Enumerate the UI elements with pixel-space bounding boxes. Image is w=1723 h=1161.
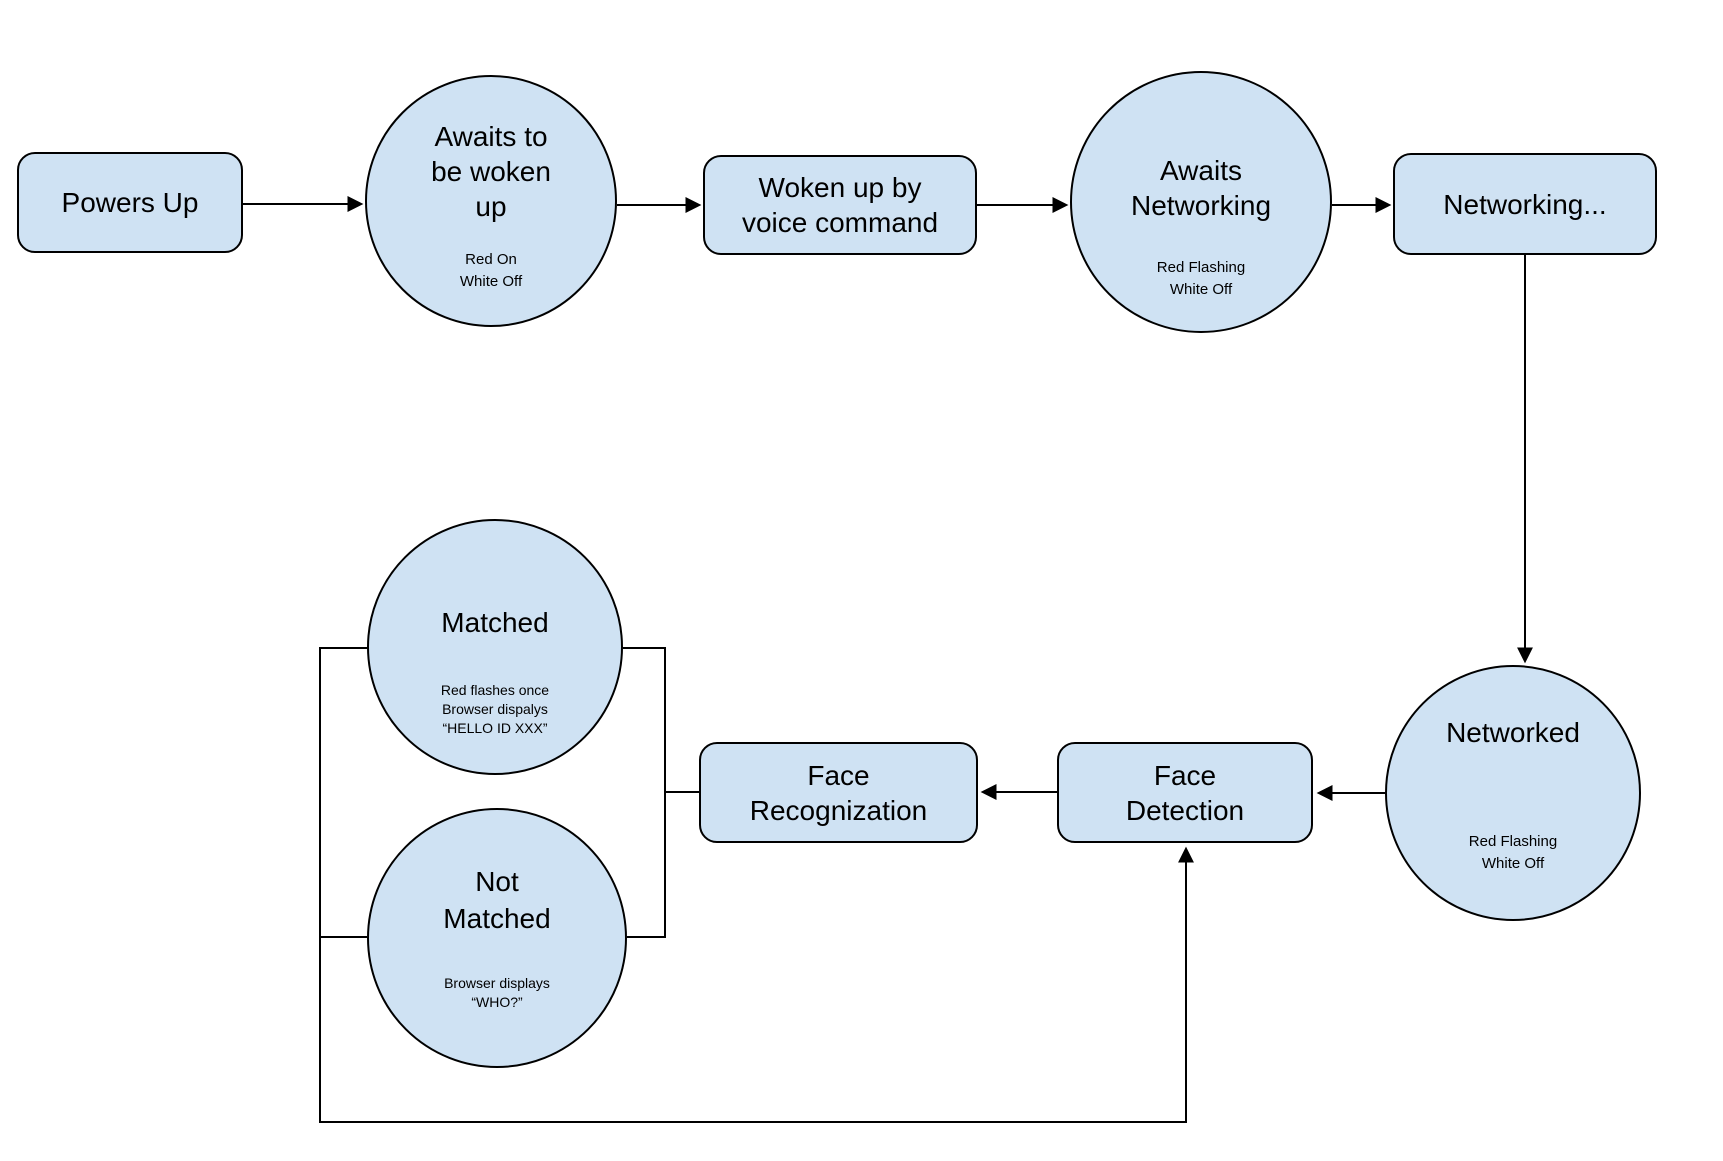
- node-sublabel: Red Flashing White Off: [1387, 831, 1639, 875]
- label-line: Recognization: [749, 794, 928, 826]
- node-face-recognization: Face Recognization: [699, 742, 978, 843]
- node-label: Powers Up: [61, 187, 199, 218]
- node-networking: Networking...: [1393, 153, 1657, 255]
- node-label: Awaits to be woken up: [367, 119, 615, 224]
- label-line: Matched: [443, 903, 551, 934]
- node-label: Networking...: [1443, 188, 1607, 220]
- label-line: be woken: [431, 156, 551, 187]
- label-line: Awaits: [1160, 155, 1242, 186]
- node-label: Awaits Networking: [1072, 153, 1330, 223]
- node-sublabel: Red Flashing White Off: [1072, 257, 1330, 301]
- node-woken-up-by-voice-command: Woken up by voice command: [703, 155, 977, 255]
- sublabel-line: Red Flashing: [1156, 259, 1246, 276]
- label-line: up: [475, 191, 507, 222]
- sublabel-line: “HELLO ID XXX”: [442, 720, 548, 736]
- node-sublabel: Red On White Off: [367, 249, 615, 293]
- sublabel-line: White Off: [1481, 855, 1545, 872]
- node-not-matched: Not Matched Browser displays “WHO?”: [367, 808, 627, 1068]
- sublabel-line: Red flashes once: [440, 682, 550, 698]
- node-networked: Networked Red Flashing White Off: [1385, 665, 1641, 921]
- label-line: voice command: [741, 207, 939, 238]
- sublabel-line: Red Flashing: [1468, 833, 1558, 850]
- sublabel-line: Browser displays: [444, 975, 550, 991]
- label-line: Woken up by: [758, 172, 922, 203]
- node-awaits-to-be-woken-up: Awaits to be woken up Red On White Off: [365, 75, 617, 327]
- label-line: Awaits to: [434, 121, 548, 152]
- label-line: Face: [807, 759, 870, 791]
- label-line: Networking: [1130, 190, 1272, 221]
- edge-bracket-matched-notmatched-right: [623, 647, 666, 938]
- sublabel-line: “WHO?”: [471, 994, 523, 1010]
- label-line: Not: [475, 866, 519, 897]
- label-line: Networked: [1446, 717, 1580, 748]
- sublabel-line: Browser dispalys: [442, 701, 548, 717]
- label-line: Matched: [441, 607, 549, 638]
- label-line: Face: [1153, 759, 1217, 791]
- node-label: Networked: [1387, 715, 1639, 750]
- edge-bottom-loop-to-face-detection: [319, 647, 1194, 1123]
- node-label: Matched: [369, 605, 621, 640]
- node-awaits-networking: Awaits Networking Red Flashing White Off: [1070, 71, 1332, 333]
- node-sublabel: Browser displays “WHO?”: [369, 974, 625, 1012]
- sublabel-line: Red On: [465, 251, 517, 268]
- sublabel-line: White Off: [1169, 281, 1233, 298]
- node-powers-up: Powers Up: [17, 152, 243, 253]
- sublabel-line: White Off: [459, 273, 523, 290]
- node-sublabel: Red flashes once Browser dispalys “HELLO…: [369, 681, 621, 738]
- label-line: Detection: [1125, 794, 1245, 826]
- node-matched: Matched Red flashes once Browser dispaly…: [367, 519, 623, 775]
- node-label: Not Matched: [369, 863, 625, 937]
- node-face-detection: Face Detection: [1057, 742, 1313, 843]
